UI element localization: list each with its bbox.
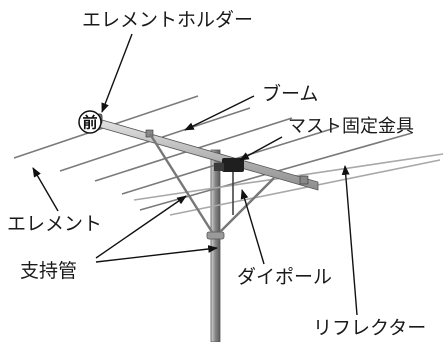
leader-lines [32,33,358,316]
element-clip [145,129,154,138]
label-element-holder: エレメントホルダー [82,9,253,31]
leader-boom [184,95,255,131]
dipole-box [214,163,224,171]
leader-element-holder [101,33,133,113]
label-reflector: リフレクター [313,317,426,339]
leader-dipole [240,189,265,265]
front-circle [78,110,102,134]
labels: エレメントホルダー ブーム マスト固定金具 エレメント 支持管 ダイポール リフ… [7,9,426,339]
label-boom: ブーム [262,82,318,105]
leader-support-tube-left [95,195,187,259]
leader-reflector [341,165,358,316]
reflector-clip [299,175,309,185]
mast-clamp-block [222,158,244,172]
leader-element [32,167,59,212]
label-support-tube: 支持管 [20,260,77,282]
front-label: 前 [82,114,97,132]
label-mast-clamp: マスト固定金具 [288,116,414,137]
boom [91,113,319,191]
elements [13,95,444,216]
leader-support-tube-right [95,245,218,263]
label-element: エレメント [7,213,102,235]
dipole-assembly [214,158,244,215]
mast-clamp-ring [206,231,225,240]
front-marker: 前 [78,110,102,134]
label-dipole: ダイポール [237,266,332,288]
leader-mast-clamp [239,136,283,161]
mast [206,149,225,342]
reflector-rod-3 [169,159,441,216]
